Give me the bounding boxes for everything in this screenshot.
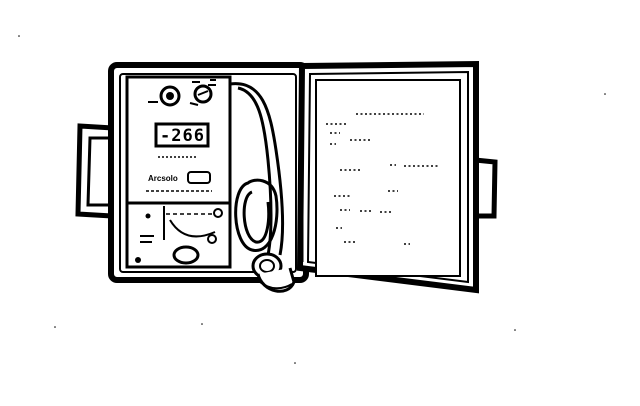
probe-head xyxy=(251,252,296,293)
lcd-reading: -266 xyxy=(160,126,205,146)
panel-markings-top xyxy=(148,79,216,103)
lcd-display: -266 xyxy=(154,122,210,158)
rotary-knob-icon xyxy=(189,84,213,106)
scan-specks xyxy=(18,35,606,364)
brand-label: Arcsolo xyxy=(146,171,212,192)
case-lid xyxy=(296,60,479,294)
brand-text: Arcsolo xyxy=(148,174,178,183)
bnc-connector-icon xyxy=(159,85,181,107)
left-handle xyxy=(75,123,114,219)
probe-cable xyxy=(229,82,285,256)
lower-compartment xyxy=(135,206,223,265)
right-handle xyxy=(474,157,498,219)
instruction-card-lines xyxy=(326,113,440,245)
